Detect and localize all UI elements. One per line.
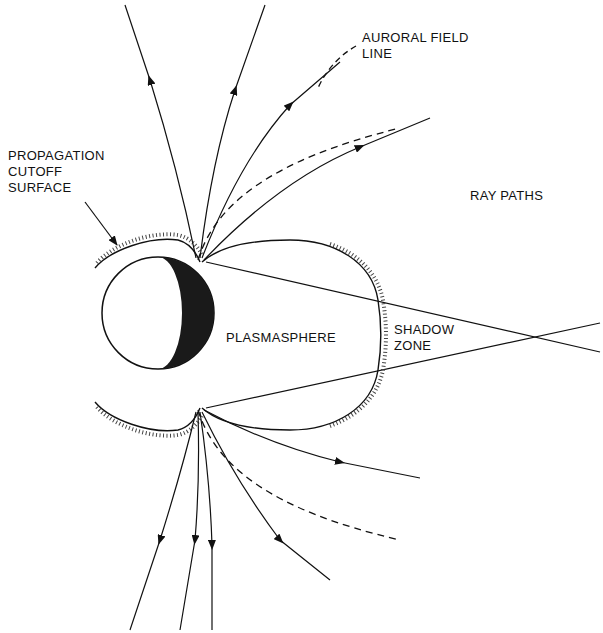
ray-path xyxy=(130,412,196,630)
label-text: AURORAL FIELD LINE xyxy=(362,30,484,62)
ray-path xyxy=(206,323,600,408)
ray-path xyxy=(200,5,265,258)
label-text: RAY PATHS xyxy=(470,188,590,204)
callout-label: AURORAL FIELD LINE xyxy=(362,30,484,62)
ray-path xyxy=(202,62,340,258)
callout-label: PROPAGATION CUTOFF SURFACE xyxy=(8,148,118,196)
leader-arrow xyxy=(85,202,117,245)
night-side xyxy=(158,257,214,369)
leader-line xyxy=(318,46,356,88)
label-text: SHADOW ZONE xyxy=(394,322,464,354)
region-label: RAY PATHS xyxy=(470,188,590,204)
ray-path xyxy=(204,410,420,478)
boundary-hatching xyxy=(330,244,386,426)
ray-path xyxy=(204,118,430,260)
ray-path xyxy=(202,412,330,580)
plasmasphere-region: PLASMASPHERE xyxy=(190,236,390,438)
cutoff-hatching xyxy=(97,407,203,436)
label-text: PROPAGATION CUTOFF SURFACE xyxy=(8,148,118,196)
plasmapause-boundary xyxy=(202,240,381,430)
cutoff-surface xyxy=(95,239,200,268)
ray-path xyxy=(200,412,212,630)
cutoff-surface xyxy=(95,402,200,431)
region-name: PLASMASPHERE xyxy=(226,330,336,346)
earth-disc xyxy=(102,257,214,369)
ray-paths xyxy=(125,5,600,630)
region-label: SHADOW ZONE xyxy=(394,322,464,354)
ray-path xyxy=(180,412,199,630)
ray-path xyxy=(125,5,196,258)
